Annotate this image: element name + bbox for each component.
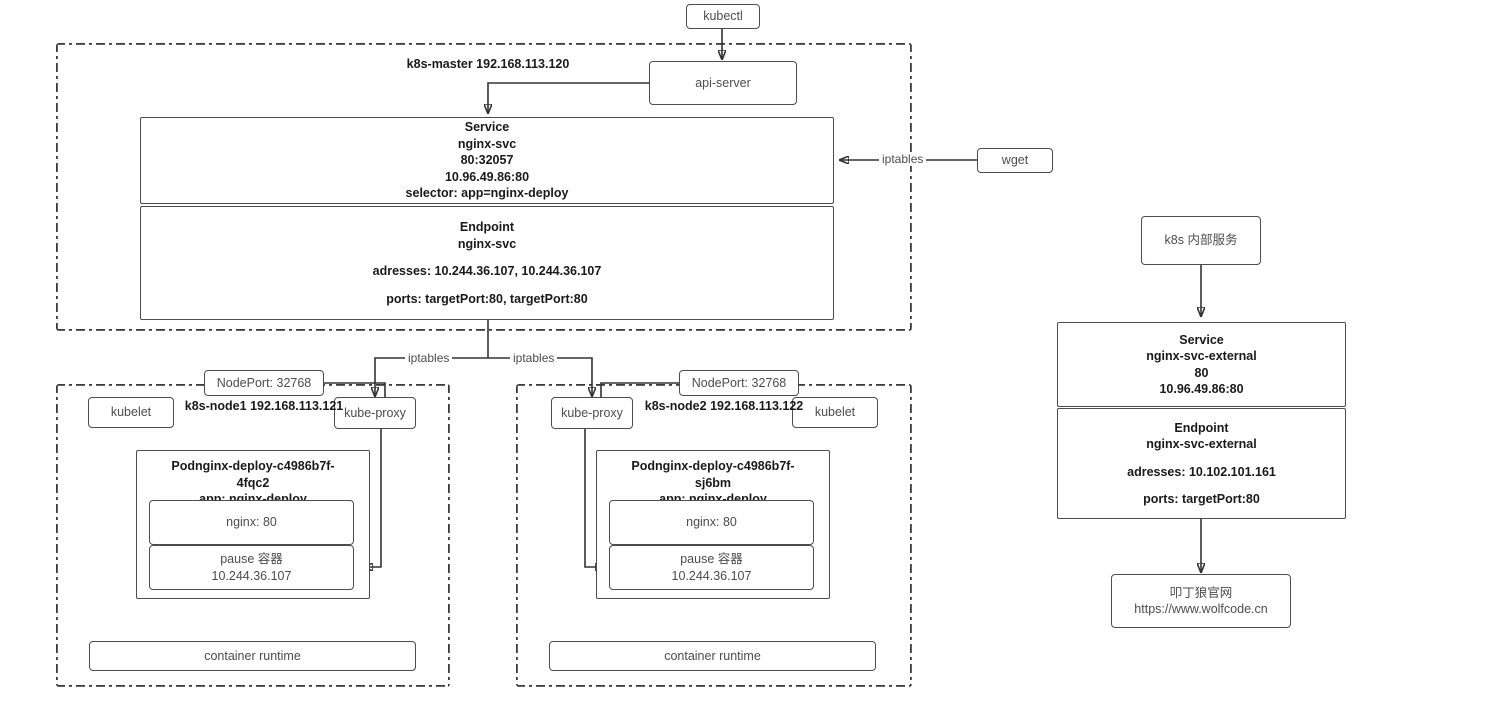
node1-container-runtime-box[interactable]: container runtime [89,641,416,671]
node2-container-nginx-label: nginx: 80 [686,515,737,530]
k8s-internal-service-box[interactable]: k8s 内部服务 [1141,216,1261,265]
external-endpoint-name: nginx-svc-external [1146,437,1257,451]
node1-ip: 192.168.113.121 [250,399,344,413]
endpoint-name: nginx-svc [457,236,517,251]
service-title: Service [464,120,510,135]
k8s-master-name: k8s-master [406,57,473,71]
node2-nodeport-label: NodePort: 32768 [691,375,787,390]
node1-container-runtime-label: container runtime [204,648,301,663]
k8s-internal-service-label: k8s 内部服务 [1164,233,1238,248]
k8s-master-ip: 192.168.113.120 [476,57,570,71]
k8s-master-label: k8s-master 192.168.113.120 [388,56,588,73]
external-endpoint-addresses: adresses: 10.102.101.161 [1127,464,1276,479]
endpoint-addresses: adresses: 10.244.36.107, 10.244.36.107 [372,264,602,278]
node2-pod-name-1: Podnginx-deploy-c4986b7f- [631,459,795,473]
node1-name-label: k8s-node1 192.168.113.121 [164,398,364,415]
service-cluster-ip: 10.96.49.86:80 [444,169,530,184]
external-service-cluster-ip: 10.96.49.86:80 [1159,382,1244,396]
node1-pause-ip: 10.244.36.107 [211,568,292,583]
node1-pause-title: pause 容器 [220,552,283,566]
node2-pod-name-2: sj6bm [694,475,732,490]
node2-name-label: k8s-node2 192.168.113.122 [624,398,824,415]
kubectl-box[interactable]: kubectl [686,4,760,29]
website-box[interactable]: 叩丁狼官网 https://www.wolfcode.cn [1111,574,1291,628]
node2-ip: 192.168.113.122 [710,399,804,413]
node1-kube-proxy-box[interactable]: kube-proxy [334,397,416,429]
node1-nodeport-label: NodePort: 32768 [216,375,312,390]
iptables-node1-label: iptables [405,351,453,365]
iptables-node2-label: iptables [510,351,558,365]
node1-kubelet-box[interactable]: kubelet [88,397,174,428]
node1-container-nginx-box[interactable]: nginx: 80 [149,500,354,545]
node2-container-nginx-box[interactable]: nginx: 80 [609,500,814,545]
node2-kube-proxy-box[interactable]: kube-proxy [551,397,633,429]
node1-kubelet-label: kubelet [110,405,152,420]
external-service-port: 80 [1194,365,1209,380]
node2-kubelet-box[interactable]: kubelet [792,397,878,428]
endpoint-ports: ports: targetPort:80, targetPort:80 [386,291,588,306]
iptables-external-label: iptables [879,152,927,166]
external-endpoint-title: Endpoint [1174,420,1229,435]
node1-container-nginx-label: nginx: 80 [226,515,277,530]
node1-nodeport-box[interactable]: NodePort: 32768 [204,370,324,396]
node2-pause-ip: 10.244.36.107 [671,568,752,583]
kubectl-label: kubectl [703,9,743,24]
node1-kube-proxy-label: kube-proxy [344,405,406,420]
node2-kube-proxy-label: kube-proxy [561,405,623,420]
node2-nodeport-box[interactable]: NodePort: 32768 [679,370,799,396]
node2-container-pause-box[interactable]: pause 容器 10.244.36.107 [609,545,814,590]
api-server-box[interactable]: api-server [649,61,797,105]
external-endpoint-ports: ports: targetPort:80 [1143,492,1260,506]
endpoint-nginx-svc-box[interactable]: Endpoint nginx-svc adresses: 10.244.36.1… [140,206,834,320]
node2-container-runtime-label: container runtime [664,648,761,663]
endpoint-nginx-svc-external-box[interactable]: Endpoint nginx-svc-external adresses: 10… [1057,408,1346,519]
endpoint-title: Endpoint [459,220,515,234]
node1-container-pause-box[interactable]: pause 容器 10.244.36.107 [149,545,354,590]
external-service-title: Service [1179,332,1224,347]
service-ports: 80:32057 [460,153,514,168]
website-name: 叩丁狼官网 [1169,585,1233,600]
node2-container-runtime-box[interactable]: container runtime [549,641,876,671]
wget-label: wget [1001,153,1029,168]
node1-pod-name-2: 4fqc2 [236,475,270,490]
service-nginx-svc-box[interactable]: Service nginx-svc 80:32057 10.96.49.86:8… [140,117,834,204]
service-name: nginx-svc [457,136,517,151]
node2-pause-title: pause 容器 [680,552,743,566]
node1-pod-name-1: Podnginx-deploy-c4986b7f- [171,459,335,473]
service-selector: selector: app=nginx-deploy [405,186,569,201]
api-server-label: api-server [695,75,751,90]
service-nginx-svc-external-box[interactable]: Service nginx-svc-external 80 10.96.49.8… [1057,322,1346,407]
website-url: https://www.wolfcode.cn [1134,602,1268,616]
node2-name: k8s-node2 [644,399,707,413]
wget-box[interactable]: wget [977,148,1053,173]
node2-kubelet-label: kubelet [814,405,856,420]
external-service-name: nginx-svc-external [1146,349,1257,363]
node1-name: k8s-node1 [184,399,247,413]
